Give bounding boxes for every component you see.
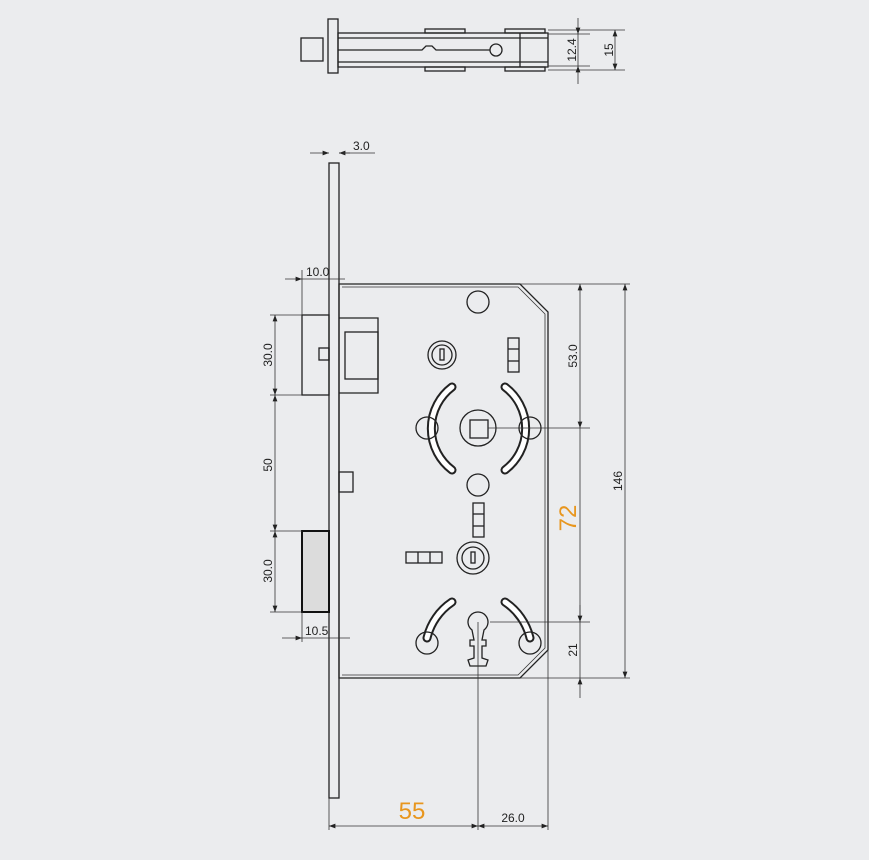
dim-case-height: 146 [611, 471, 625, 491]
dim-backset: 55 [399, 798, 426, 825]
dim-keyhole-to-back: 26.0 [501, 811, 525, 825]
dim-faceplate-thickness: 3.0 [353, 139, 370, 153]
dead-bolt [301, 530, 330, 613]
top-view: 12.4 15 [300, 18, 625, 84]
front-view [301, 162, 549, 799]
dim-centre-distance: 72 [555, 505, 582, 532]
spindle-square [469, 419, 489, 439]
dim-latch-height: 30.0 [261, 343, 275, 367]
faceplate [328, 162, 340, 799]
fixing-hole [466, 290, 490, 314]
dim-latch-projection: 10.0 [306, 265, 330, 279]
keyhole [467, 611, 489, 667]
dim-inner-height: 12.4 [565, 38, 579, 62]
dimensions: 3.0 10.0 30.0 50 30.0 10.5 53.0 72 146 2… [261, 139, 630, 830]
latch-bolt [301, 314, 330, 396]
fixing-hole [466, 473, 490, 497]
dim-bolt-projection: 10.5 [305, 624, 329, 638]
dim-bolt-height: 30.0 [261, 559, 275, 583]
dim-latch-to-bolt: 50 [261, 458, 275, 472]
dim-keyhole-to-bottom: 21 [566, 643, 580, 657]
dim-top-to-spindle: 53.0 [566, 344, 580, 368]
dim-outer-height: 15 [602, 43, 616, 57]
